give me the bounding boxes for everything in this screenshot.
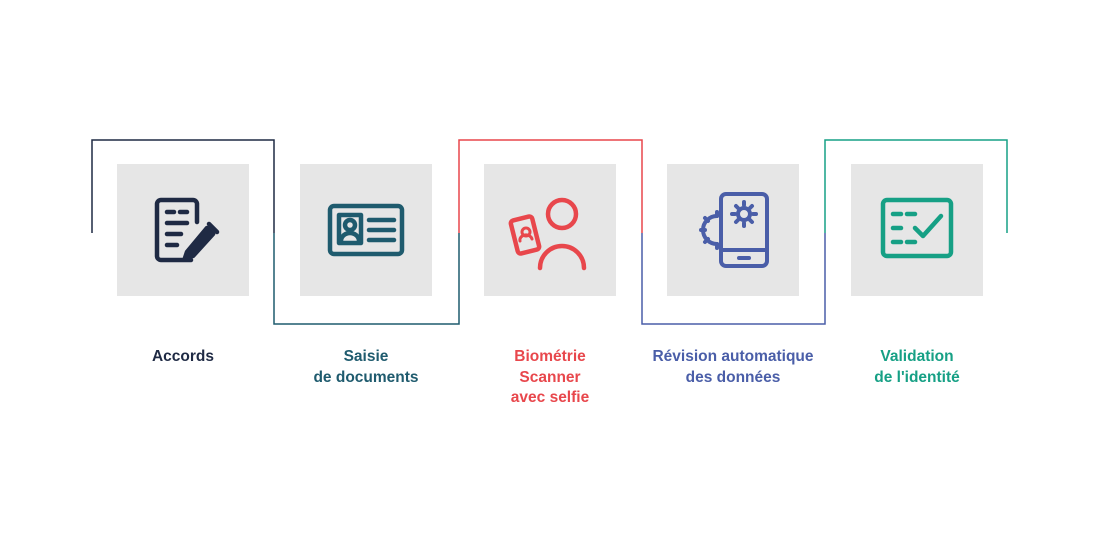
step-tile-saisie: [300, 164, 432, 296]
step-label-line: Accords: [151, 348, 215, 365]
step-label-line: Saisie: [343, 348, 389, 365]
step-label-2: Saisie de documents: [266, 347, 466, 388]
phone-gear-icon: [699, 192, 769, 268]
step-label-line: Révision automatique: [652, 348, 814, 365]
step-label-4: Révision automatique des données: [633, 347, 833, 388]
step-label-line: Biométrie: [514, 348, 586, 365]
document-signature-icon: [154, 197, 220, 263]
step-label-1: Accords: [83, 347, 283, 368]
step-label-line: des données: [685, 368, 781, 386]
connector-step-1: [91, 139, 275, 233]
step-label-line: de documents: [313, 368, 419, 386]
step-label-line: Validation: [880, 348, 954, 365]
connector-step-5: [824, 139, 1008, 233]
step-label-line: avec selfie: [510, 389, 590, 406]
connector-step-3: [458, 139, 643, 233]
connector-step-2: [273, 233, 460, 325]
connector-step-4: [641, 233, 826, 325]
step-tile-biometrie: [484, 164, 616, 296]
step-tile-accords: [117, 164, 249, 296]
step-label-5: Validation de l'identité: [817, 347, 1017, 388]
step-label-3: Biométrie Scanner avec selfie: [450, 347, 650, 409]
checklist-icon: [880, 197, 954, 259]
id-card-icon: [327, 203, 405, 257]
step-tile-validation: [851, 164, 983, 296]
step-label-line: Scanner: [519, 368, 581, 386]
step-tile-revision: [667, 164, 799, 296]
selfie-scan-icon: [508, 197, 587, 271]
step-label-line: de l'identité: [874, 368, 960, 386]
